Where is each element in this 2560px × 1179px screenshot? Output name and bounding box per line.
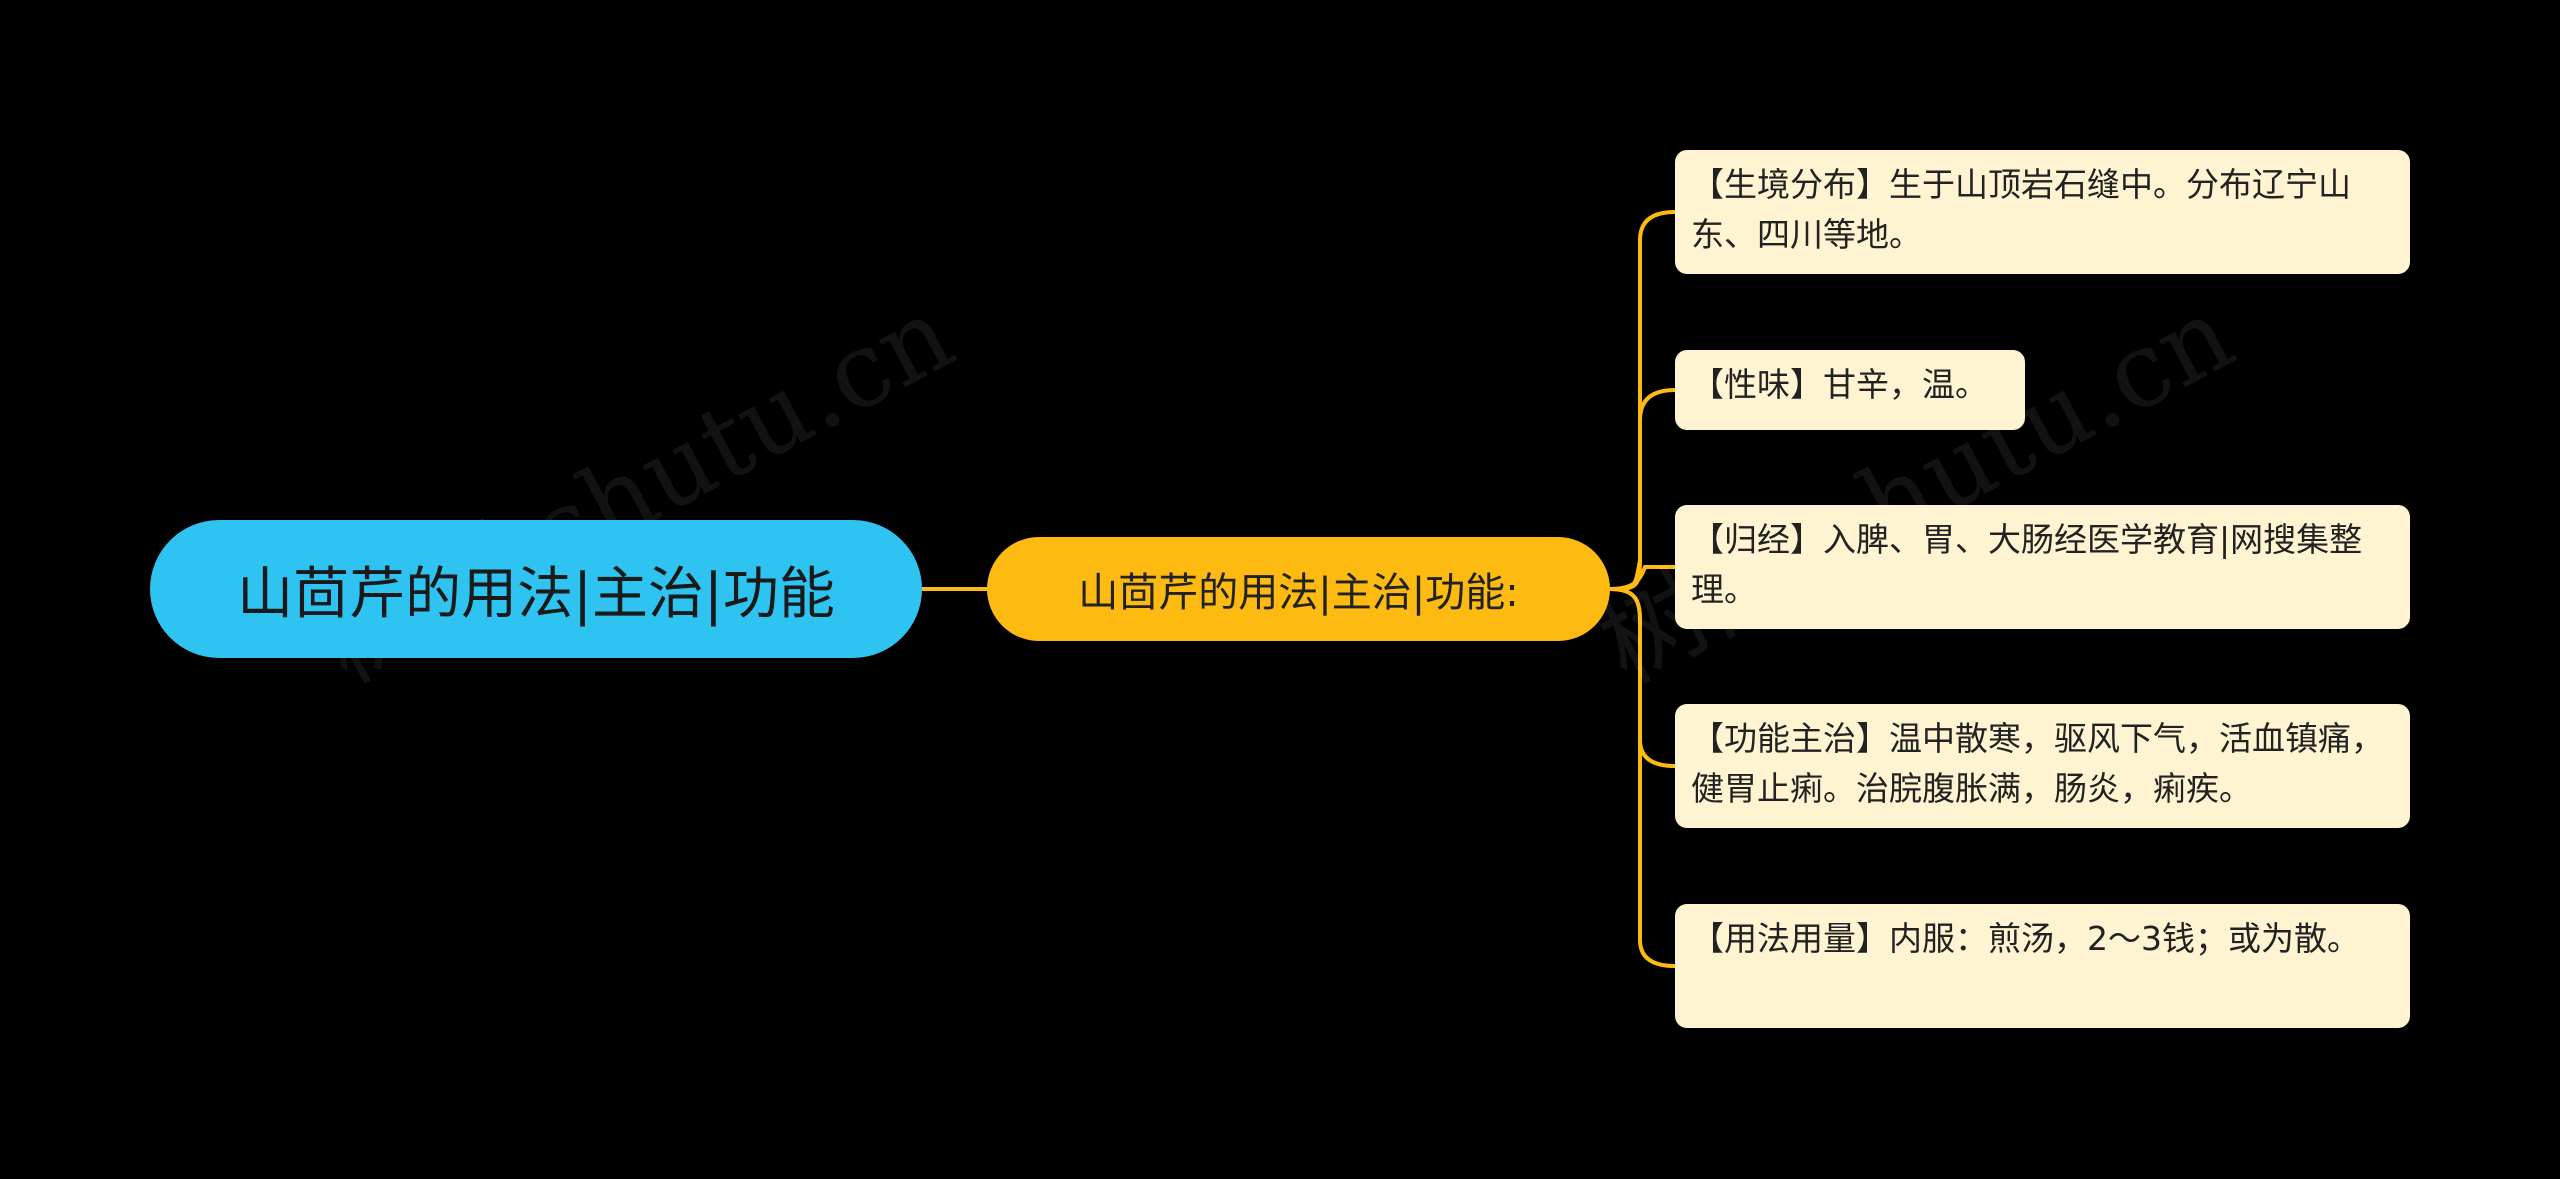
branch-to-leaf-connector-0 [1609, 210, 1676, 591]
leaf-node-label: 【用法用量】内服：煎汤，2～3钱；或为散。 [1691, 919, 2360, 958]
leaf-node-meridian[interactable]: 【归经】入脾、胃、大肠经医学教育|网搜集整理。 [1675, 505, 2410, 629]
branch-to-leaf-connector-4 [1609, 587, 1676, 968]
leaf-node-dosage[interactable]: 【用法用量】内服：煎汤，2～3钱；或为散。 [1675, 904, 2410, 1028]
branch-node[interactable]: 山茴芹的用法|主治|功能: [987, 537, 1610, 641]
leaf-node-nature-flavor[interactable]: 【性味】甘辛，温。 [1675, 350, 2025, 430]
leaf-node-label: 【归经】入脾、胃、大肠经医学教育|网搜集整理。 [1691, 520, 2363, 609]
root-node[interactable]: 山茴芹的用法|主治|功能 [150, 520, 922, 658]
leaf-node-indications[interactable]: 【功能主治】温中散寒，驱风下气，活血镇痛，健胃止痢。治脘腹胀满，肠炎，痢疾。 [1675, 704, 2410, 828]
branch-to-leaf-connector-3 [1609, 587, 1676, 768]
leaf-node-label: 【功能主治】温中散寒，驱风下气，活血镇痛，健胃止痢。治脘腹胀满，肠炎，痢疾。 [1691, 719, 2384, 808]
leaf-node-label: 【性味】甘辛，温。 [1691, 365, 1988, 404]
branch-to-leaf-connector-2 [1609, 565, 1675, 591]
leaf-node-label: 【生境分布】生于山顶岩石缝中。分布辽宁山东、四川等地。 [1691, 165, 2351, 254]
branch-to-leaf-connector-1 [1609, 388, 1676, 591]
leaf-node-habitat[interactable]: 【生境分布】生于山顶岩石缝中。分布辽宁山东、四川等地。 [1675, 150, 2410, 274]
branch-node-label: 山茴芹的用法|主治|功能: [1078, 570, 1519, 616]
root-node-label: 山茴芹的用法|主治|功能 [237, 561, 835, 627]
